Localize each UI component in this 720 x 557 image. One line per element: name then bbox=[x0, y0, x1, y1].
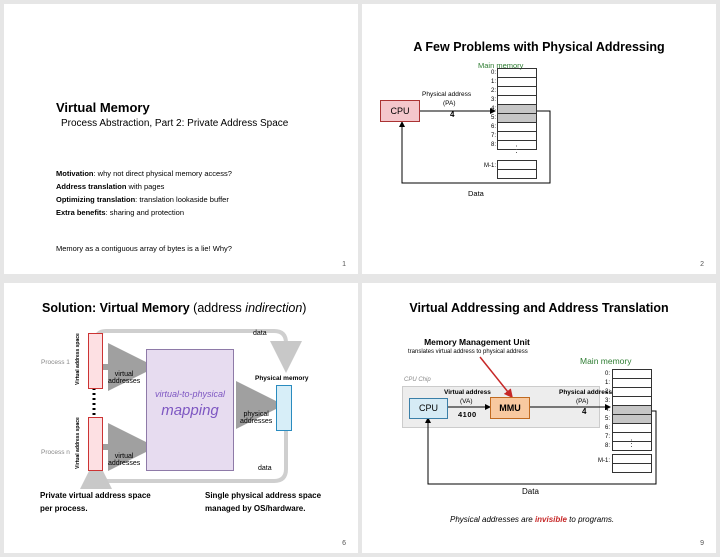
slide-note: Memory as a contiguous array of bytes is… bbox=[56, 244, 232, 253]
bullet-motivation: Motivation: why not direct physical memo… bbox=[56, 169, 232, 178]
pa-label: Physical address bbox=[559, 389, 613, 396]
row-label: 3: bbox=[490, 97, 496, 103]
vas-box-1 bbox=[88, 333, 103, 389]
page-number: 9 bbox=[700, 540, 704, 547]
vas-label-1: Virtual address space bbox=[75, 333, 81, 385]
physical-memory-box bbox=[276, 385, 292, 431]
row-label: 4: bbox=[604, 407, 610, 413]
pa-label: Physical address bbox=[422, 91, 472, 98]
row-label: 4: bbox=[490, 106, 496, 112]
main-memory-label: Main memory bbox=[580, 356, 632, 366]
row-label: 8: bbox=[490, 142, 496, 148]
page-number: 6 bbox=[342, 540, 346, 547]
cpu-box: CPU bbox=[380, 100, 420, 122]
row-label-last: M-1: bbox=[484, 163, 496, 169]
slide-2[interactable]: A Few Problems with Physical Addressing … bbox=[362, 4, 716, 274]
connection-arrows bbox=[399, 108, 551, 184]
footer-note: Physical addresses are invisible to prog… bbox=[450, 515, 615, 524]
va-label: Virtual address bbox=[444, 389, 491, 396]
row-label: 6: bbox=[490, 124, 496, 130]
caption-left: Private virtual address space per proces… bbox=[40, 491, 151, 513]
memory-last-cell bbox=[497, 160, 537, 179]
bullet-address-translation: Address translation with pages bbox=[56, 182, 165, 191]
slide-title: Virtual Memory bbox=[56, 100, 150, 115]
row-label: 0: bbox=[604, 371, 610, 377]
mapping-text-line1: virtual-to-physical bbox=[154, 389, 226, 399]
page-number: 2 bbox=[700, 261, 704, 268]
pa-value: 4 bbox=[582, 407, 587, 416]
memory-array bbox=[497, 68, 537, 150]
process-1-label: Process 1 bbox=[41, 359, 70, 366]
memory-array bbox=[612, 369, 652, 451]
page-number: 1 bbox=[342, 261, 346, 268]
slide-3[interactable]: Solution: Virtual Memory (address indire… bbox=[4, 283, 358, 553]
row-label: 8: bbox=[604, 443, 610, 449]
slide-title: Solution: Virtual Memory (address indire… bbox=[42, 301, 307, 315]
slide-title: Virtual Addressing and Address Translati… bbox=[409, 301, 669, 315]
data-label: Data bbox=[468, 189, 484, 198]
memory-ellipsis: ⋮ bbox=[627, 438, 636, 448]
virtual-addresses-1: virtual addresses bbox=[108, 371, 141, 385]
top-data-label: data bbox=[253, 330, 267, 337]
data-label: Data bbox=[522, 487, 539, 496]
row-label: 5: bbox=[490, 115, 496, 121]
mmu-title: Memory Management Unit bbox=[424, 337, 530, 347]
slide-subtitle: Process Abstraction, Part 2: Private Add… bbox=[61, 118, 289, 129]
vas-box-n bbox=[88, 417, 103, 471]
bullet-optimizing: Optimizing translation: translation look… bbox=[56, 195, 229, 204]
row-label-last: M-1: bbox=[598, 458, 610, 464]
physical-memory-label: Physical memory bbox=[255, 375, 309, 382]
slide-1[interactable]: Virtual Memory Process Abstraction, Part… bbox=[4, 4, 358, 274]
main-memory-label: Main memory bbox=[478, 61, 524, 70]
bottom-data-label: data bbox=[258, 465, 272, 472]
cpu-box: CPU bbox=[409, 398, 448, 419]
row-label: 6: bbox=[604, 425, 610, 431]
bullet-extra-benefits: Extra benefits: sharing and protection bbox=[56, 208, 184, 217]
translation-arrows bbox=[425, 356, 657, 485]
mmu-box: MMU bbox=[490, 397, 530, 419]
memory-last-cell bbox=[612, 454, 652, 473]
vas-label-n: Virtual address space bbox=[75, 417, 81, 469]
cpu-chip-label: CPU Chip bbox=[404, 377, 431, 383]
row-label: 2: bbox=[604, 389, 610, 395]
row-label: 2: bbox=[490, 88, 496, 94]
row-label: 7: bbox=[604, 434, 610, 440]
mapping-text-line2: mapping bbox=[161, 402, 219, 419]
physical-addresses-label: physical addresses bbox=[240, 411, 273, 425]
va-value: 4100 bbox=[458, 410, 477, 419]
row-label: 3: bbox=[604, 398, 610, 404]
caption-right: Single physical address space managed by… bbox=[205, 491, 322, 513]
mapping-box bbox=[146, 349, 234, 471]
slide-title: A Few Problems with Physical Addressing bbox=[413, 40, 665, 54]
virtual-addresses-n: virtual addresses bbox=[108, 453, 141, 467]
pa-sub: (PA) bbox=[443, 100, 456, 107]
va-sub: (VA) bbox=[460, 398, 473, 405]
memory-ellipsis: ⋮ bbox=[512, 144, 521, 154]
process-n-label: Process n bbox=[41, 449, 70, 456]
row-label: 1: bbox=[490, 79, 496, 85]
mmu-subtitle: translates virtual address to physical a… bbox=[408, 349, 528, 355]
row-label: 1: bbox=[604, 380, 610, 386]
row-label: 0: bbox=[490, 70, 496, 76]
row-label: 5: bbox=[604, 416, 610, 422]
row-label: 7: bbox=[490, 133, 496, 139]
pa-value: 4 bbox=[450, 110, 455, 119]
slide-4[interactable]: Virtual Addressing and Address Translati… bbox=[362, 283, 716, 553]
pa-sub: (PA) bbox=[576, 398, 589, 405]
